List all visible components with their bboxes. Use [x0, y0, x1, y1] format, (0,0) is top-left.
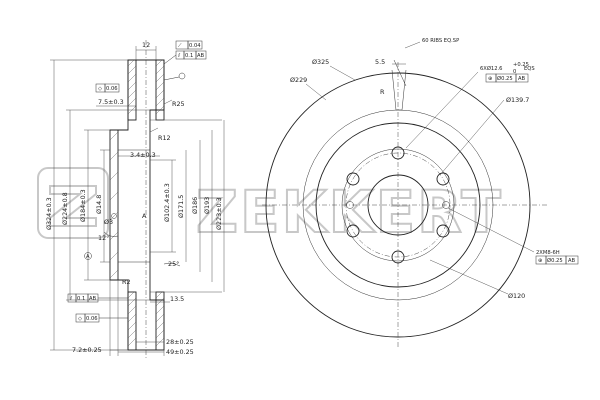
dim-d324: Ø324±0.3 [45, 197, 53, 230]
label-d139-7: Ø139.7 [506, 96, 529, 104]
dim-r12: R12 [158, 134, 171, 142]
dim-d102-4: Ø102.4±0.3 [163, 183, 171, 222]
bolt-hole [391, 146, 405, 160]
thread-hole [442, 201, 450, 209]
datum-a-circle: A [86, 254, 90, 260]
label-r: R [380, 88, 385, 96]
dim-offset: 7.5±0.3 [98, 98, 124, 106]
dim-angle-12: 12° [98, 234, 109, 242]
label-pos-ref: AB [518, 76, 526, 82]
bolt-hole [346, 172, 360, 186]
dim-top-width: 12 [142, 41, 150, 49]
label-pos-tol: Ø0.25 [497, 75, 513, 82]
dim-d14-8: Ø14.8 [95, 195, 103, 214]
pos-symbol-1: ⊕ [488, 76, 492, 82]
dim-7-2: 7.2±0.25 [72, 346, 102, 354]
dim-49: 49±0.25 [166, 348, 194, 356]
thread-hole [346, 201, 354, 209]
dim-d184: Ø184±0.3 [79, 189, 87, 222]
label-d120: Ø120 [508, 292, 525, 300]
dim-d224: Ø224±0.8 [61, 192, 69, 225]
label-ribs: 60 RIBS EQ.SP [422, 38, 459, 44]
tol-bottom-frame1: 0.1 [77, 296, 85, 302]
dim-13-5: 13.5 [170, 295, 184, 303]
tol-top-frame1: 0.1 [185, 53, 193, 59]
bolt-hole [346, 224, 360, 238]
dim-angle-25: 25° [168, 260, 179, 268]
bolt-holes [346, 146, 450, 264]
tol-bottom-flat: 0.06 [86, 316, 98, 322]
label-thread-ref: AB [568, 258, 576, 264]
label-holes-tol-top: +0.25 [513, 62, 529, 68]
tol-flat-symbol-bottom: ◇ [78, 316, 82, 322]
dim-d193: Ø193 [203, 197, 211, 214]
section-view: Ø324±0.3 Ø224±0.8 Ø184±0.3 Ø14.8 Ø102.4±… [45, 40, 225, 360]
tol-top-frame1-ref: AB [197, 53, 205, 59]
front-view: Ø325 Ø229 5.5 60 RIBS EQ.SP R 6XØ12.6 +0… [262, 38, 579, 348]
label-thread: 2XM8-6H [536, 250, 560, 256]
tol-top-frame-symbol: ⫽ [177, 53, 181, 59]
bolt-hole [436, 172, 450, 186]
pos-symbol-2: ⊕ [538, 258, 542, 264]
label-d229: Ø229 [290, 76, 307, 84]
tol-top-runout: 0.04 [189, 43, 201, 49]
dim-hole-d3: Ø3 [104, 218, 113, 226]
label-thread-pos-tol: Ø0.25 [547, 257, 563, 264]
dim-r25: R25 [172, 100, 185, 108]
tol-flat-symbol-top: ◇ [98, 86, 102, 92]
dim-hat-thickness: 3.4±0.3 [130, 151, 156, 159]
label-a: A [142, 212, 147, 220]
dim-d223: Ø223±0.3 [215, 197, 223, 230]
label-holes: 6XØ12.6 [480, 65, 503, 72]
tol-top-flat: 0.06 [106, 86, 118, 92]
tol-bottom-frame-symbol: ⫽ [69, 296, 73, 302]
dim-d171-5: Ø171.5 [177, 195, 185, 218]
label-holes-tol-bottom: 0 [513, 69, 516, 75]
label-holes-eqs: EQS [524, 66, 535, 72]
bolt-hole [436, 224, 450, 238]
label-d325: Ø325 [312, 58, 329, 66]
dim-r2: R2 [122, 278, 131, 286]
tol-bottom-frame1-ref: AB [89, 296, 97, 302]
dim-d186: Ø186 [191, 197, 199, 214]
label-5-5: 5.5 [375, 58, 385, 66]
tol-top-runout-symbol: ⟋ [178, 43, 182, 49]
dim-28: 28±0.25 [166, 338, 194, 346]
bolt-hole [391, 250, 405, 264]
